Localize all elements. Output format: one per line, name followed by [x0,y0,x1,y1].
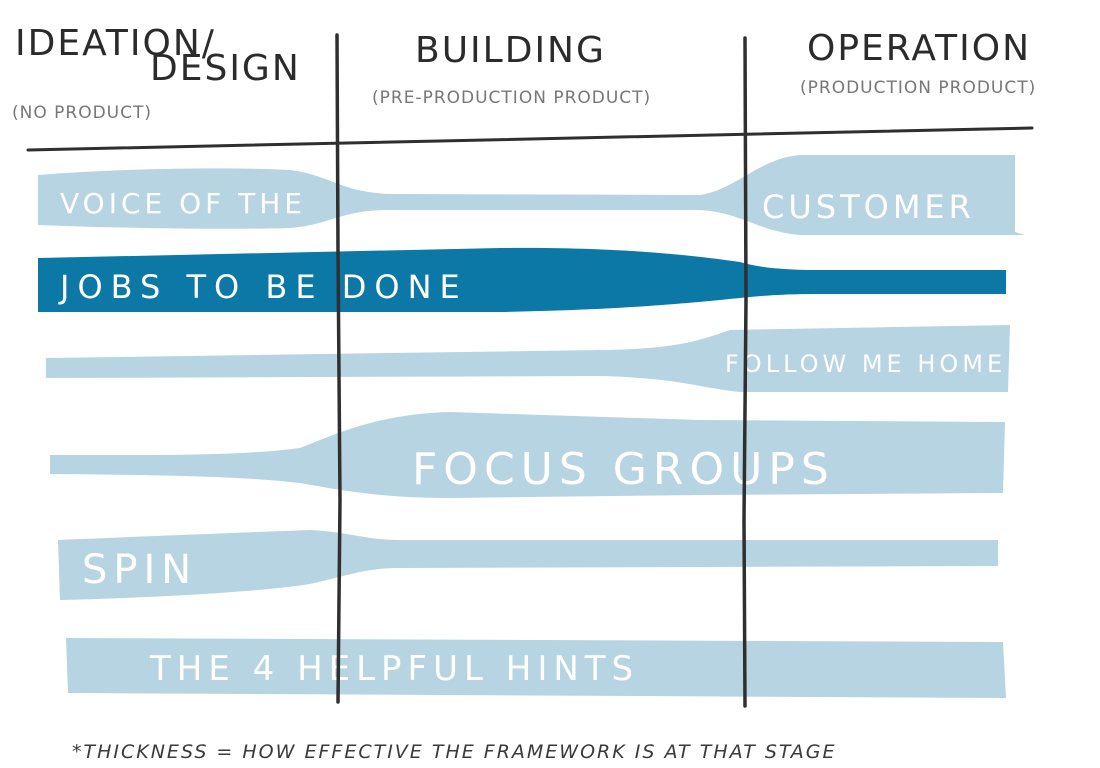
header-building-sub: (PRE-PRODUCTION PRODUCT) [372,88,651,108]
band-voice-label-b: CUSTOMER [762,188,975,226]
band-jobs-label: JOBS TO BE DONE [58,268,468,306]
column-divider-right [742,36,748,708]
band-spin-label: SPIN [82,547,197,593]
band-the-4-helpful-hints [66,638,1006,698]
band-follow-me-home [46,325,1010,392]
header-building: BUILDING [415,30,606,71]
footnote: *THICKNESS = HOW EFFECTIVE THE FRAMEWORK… [72,741,837,763]
header-ideation-line2: DESIGN [150,48,301,89]
column-divider-left [335,33,342,704]
header-ideation-sub: (NO PRODUCT) [12,103,152,123]
band-hints-label: THE 4 HELPFUL HINTS [149,649,639,689]
header-operation-sub: (PRODUCTION PRODUCT) [800,78,1036,98]
band-jobs-to-be-done [38,247,1006,312]
band-follow-label: FOLLOW ME HOME [725,350,1006,378]
header-divider-line [26,126,1034,152]
band-focus-label: FOCUS GROUPS [412,444,835,495]
band-voice-label-a: VOICE OF THE [60,187,306,220]
header-operation: OPERATION [807,28,1031,69]
band-voice-of-the-customer [38,155,1025,235]
band-focus-groups [50,412,1005,498]
band-spin [58,530,998,600]
header-ideation-line1: IDEATION/ [15,23,216,64]
